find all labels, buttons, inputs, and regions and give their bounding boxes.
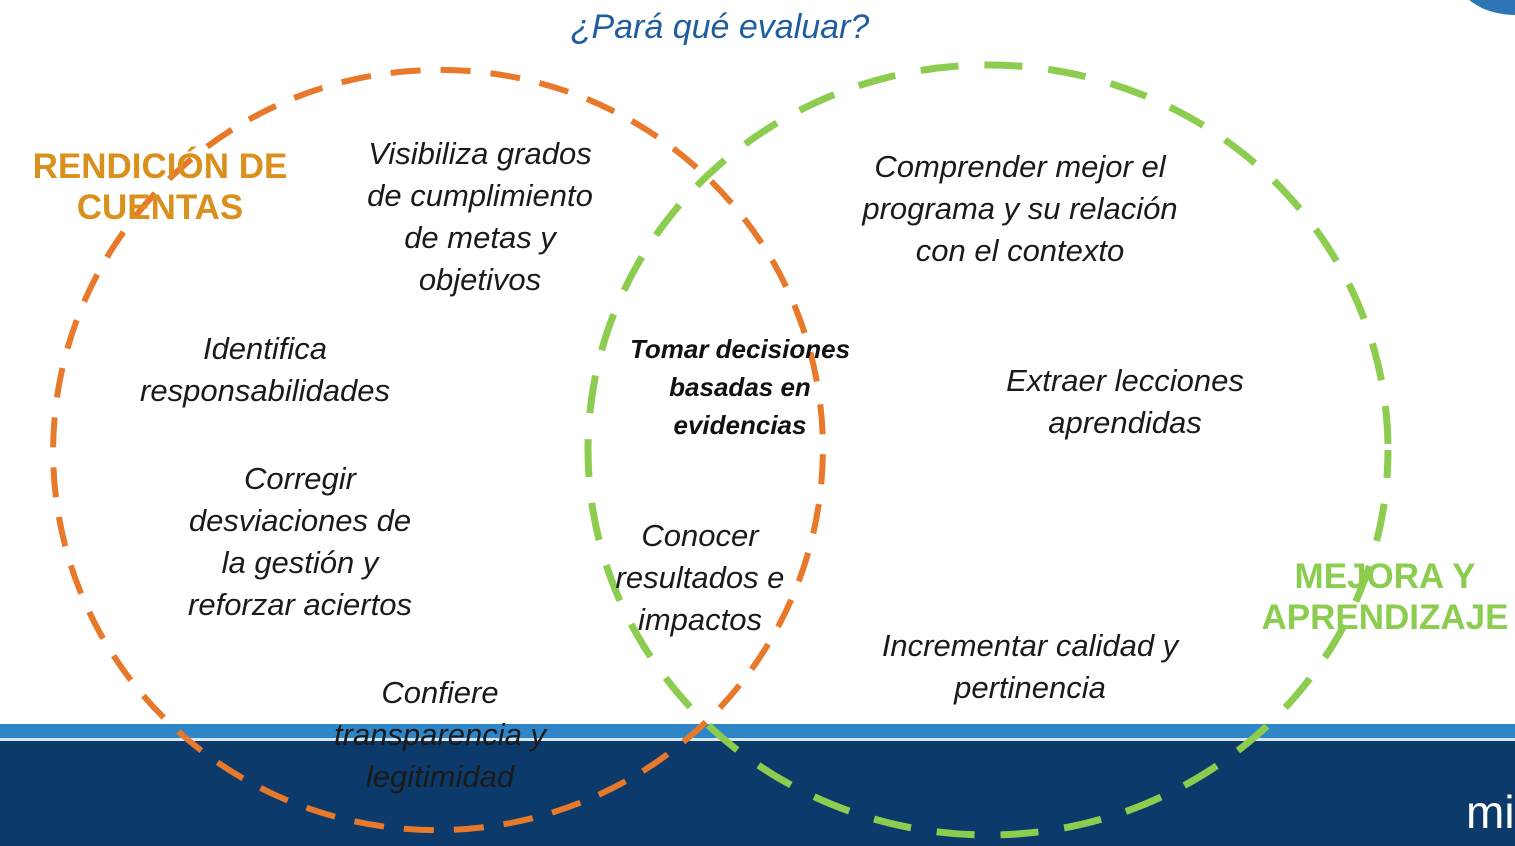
item-conocer: Conocer resultados e impactos (615, 518, 785, 637)
footer-band (0, 741, 1515, 846)
logo: mi (1466, 786, 1515, 838)
item-confiere: Confiere transparencia y legitimidad (334, 675, 546, 794)
learning-circle (584, 61, 1392, 839)
item-extraer: Extraer lecciones aprendidas (1006, 363, 1244, 440)
footer-stripe-light (0, 724, 1515, 738)
footer-stripe-white (0, 738, 1515, 741)
item-comprender: Comprender mejor el programa y su relaci… (862, 149, 1178, 268)
item-corregir: Corregir desviaciones de la gestión y re… (188, 461, 412, 622)
accountability-label: RENDICIÓN DE CUENTAS (32, 147, 288, 227)
item-visibiliza: Visibiliza grados de cumplimiento de met… (367, 136, 593, 297)
diagram-title: ¿Pará qué evaluar? (570, 8, 870, 46)
item-tomar-decisiones: Tomar decisiones basadas en evidencias (629, 334, 851, 440)
item-identifica: Identifica responsabilidades (140, 331, 390, 408)
item-incrementar: Incrementar calidad y pertinencia (881, 628, 1179, 705)
learning-label: MEJORA Y APRENDIZAJE (1261, 557, 1509, 637)
